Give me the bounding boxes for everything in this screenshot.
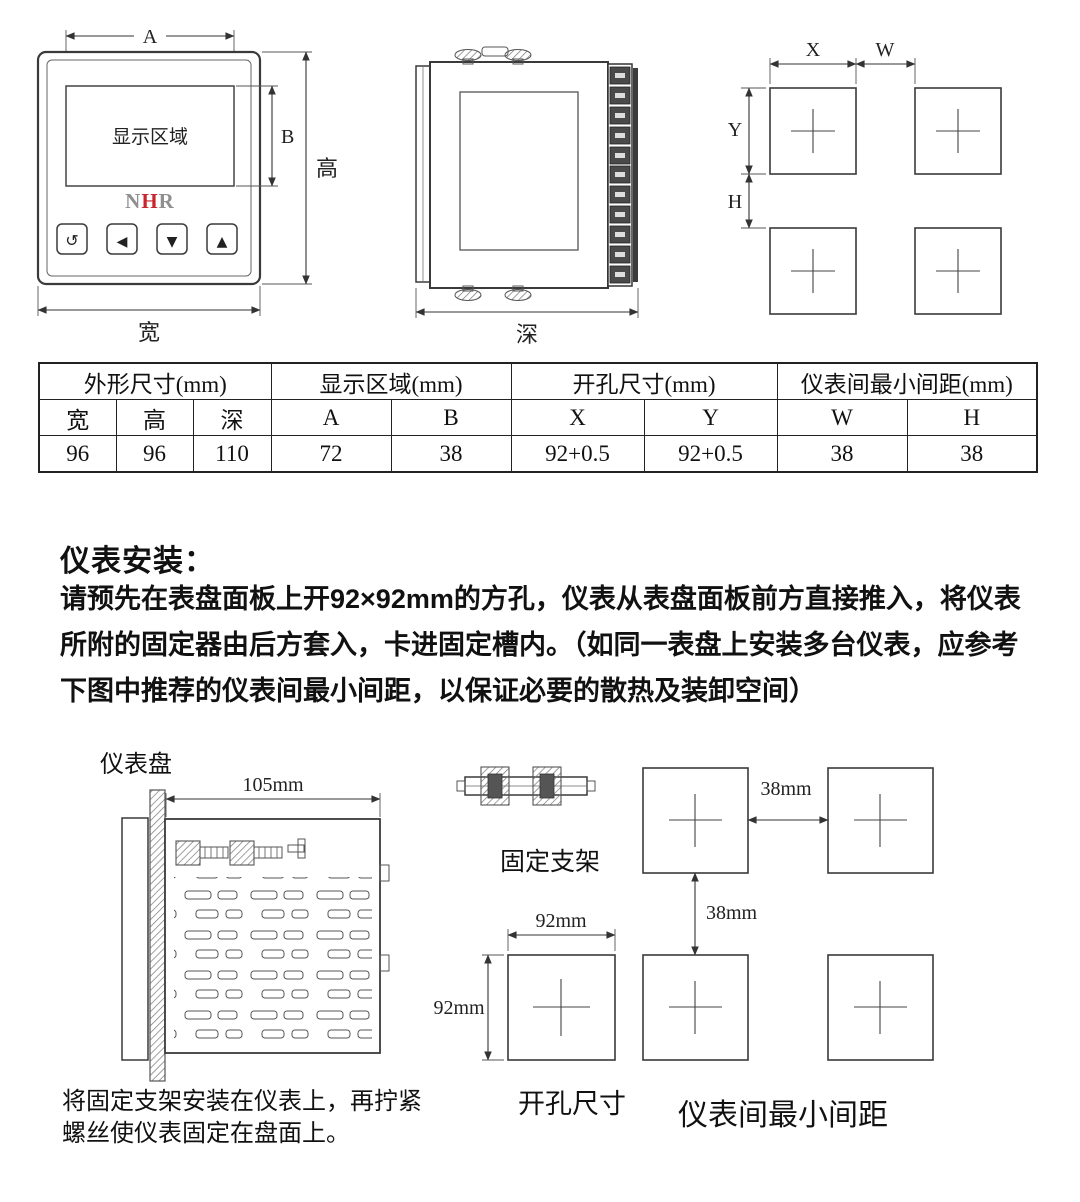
left-button [106,223,138,255]
loop-icon: ↺ [65,231,78,250]
down-arrow-icon: ▼ [167,234,178,250]
col-header: 宽 [38,399,117,436]
dim-width-label: 宽 [138,320,160,345]
value-cell: 110 [192,435,272,473]
group-header-spacing: 仪表间最小间距(mm) [776,362,1038,400]
panel-board [149,789,166,1082]
dim-a-label: A [143,26,158,48]
col-header: W [776,399,908,436]
dim-38-h-label: 38mm [760,778,812,800]
cutout-size-diagram: 92mm 92mm [433,910,616,1061]
dimension-table: 外形尺寸(mm) 显示区域(mm) 开孔尺寸(mm) 仪表间最小间距(mm) 宽… [38,362,1039,473]
dim-x-label: X [806,39,821,61]
group-header-outline: 外形尺寸(mm) [38,362,272,400]
dim-height-label: 高 [316,156,338,181]
col-header: X [510,399,645,436]
install-text-line: 请预先在表盘面板上开92×92mm的方孔，仪表从表盘面板前方直接推入，将仪表 [60,584,1021,614]
dim-y-label: Y [728,119,742,141]
vent-slots [174,877,372,1047]
group-header-display: 显示区域(mm) [270,362,512,400]
cutout-caption: 开孔尺寸 [518,1089,626,1119]
top-screws [454,46,532,65]
dim-38-v-label: 38mm [706,902,758,924]
col-header: Y [643,399,778,436]
spacing-caption: 仪表间最小间距 [678,1099,888,1132]
rear-tab [379,864,390,882]
bottom-screws [454,285,532,301]
col-header: A [270,399,392,436]
bracket-label: 固定支架 [500,849,601,876]
spacing-diagram: 38mm 38mm [642,767,934,1061]
front-bezel [121,817,149,1061]
terminal-block [607,63,638,287]
display-area-label: 显示区域 [112,126,188,148]
left-caption: 将固定支架安装在仪表上，再拧紧 螺丝使仪表固定在盘面上。 [62,1086,422,1150]
table-values-row: 96 96 110 72 38 92+0.5 92+0.5 38 38 [38,435,1038,473]
value-cell: 96 [115,435,194,473]
value-cell: 96 [38,435,117,473]
nhr-logo: NHR [125,189,175,213]
value-cell: 92+0.5 [510,435,645,473]
bracket-screw [532,766,562,806]
dim-h-label: H [728,191,742,213]
display-area [65,85,235,187]
side-inner-module [459,91,579,251]
up-button [206,223,238,255]
fixing-bracket-diagram [456,766,596,806]
fixing-bracket-on-body [175,838,306,866]
value-cell: 38 [776,435,908,473]
install-heading: 仪表安装： [60,545,215,578]
front-view-diagram: A 显示区域 NHR ↺ ◀ ▼ ▲ B 高 宽 [36,26,338,345]
install-text-line: 所附的固定器由后方套入，卡进固定槽内。（如同一表盘上安装多台仪表，应参考 [60,630,1019,660]
down-button [156,223,188,255]
value-cell: 72 [270,435,392,473]
left-arrow-icon: ◀ [117,234,128,250]
group-header-cutout: 开孔尺寸(mm) [510,362,778,400]
value-cell: 92+0.5 [643,435,778,473]
dim-92-left-label: 92mm [433,997,485,1019]
side-view-diagram: 深 [415,46,639,347]
cutout-dimensions-diagram: X W Y H [728,39,1002,315]
table-group-header-row: 外形尺寸(mm) 显示区域(mm) 开孔尺寸(mm) 仪表间最小间距(mm) [38,362,1038,400]
logo-letter-n: N [125,189,141,213]
cutout-square [642,767,749,874]
logo-letter-r: R [159,189,175,213]
left-caption-line: 螺丝使仪表固定在盘面上。 [62,1121,350,1147]
dim-105-label: 105mm [242,774,304,796]
loop-button [56,223,88,255]
instrument-inner-frame [46,59,252,277]
col-header: H [906,399,1038,436]
dim-depth-label: 深 [516,322,538,347]
install-text: 请预先在表盘面板上开92×92mm的方孔，仪表从表盘面板前方直接推入，将仪表 所… [60,576,1050,714]
bracket-screw [480,766,510,806]
panel-install-diagram: 105mm [121,774,390,1082]
col-header: 深 [192,399,272,436]
rear-tab [379,954,390,972]
col-header: 高 [115,399,194,436]
table-subheader-row: 宽 高 深 A B X Y W H [38,399,1038,436]
front-panel-buttons: ↺ ◀ ▼ ▲ [56,223,238,255]
dim-w-label: W [876,39,895,61]
up-arrow-icon: ▲ [217,234,228,250]
left-caption-line: 将固定支架安装在仪表上，再拧紧 [62,1089,422,1115]
logo-letter-h: H [141,189,158,213]
value-cell: 38 [390,435,512,473]
dim-92-top-label: 92mm [535,910,587,932]
col-header: B [390,399,512,436]
dim-b-label: B [281,126,294,148]
install-text-line: 下图中推荐的仪表间最小间距，以保证必要的散热及装卸空间） [60,676,816,706]
value-cell: 38 [906,435,1038,473]
panel-label: 仪表盘 [100,752,172,778]
